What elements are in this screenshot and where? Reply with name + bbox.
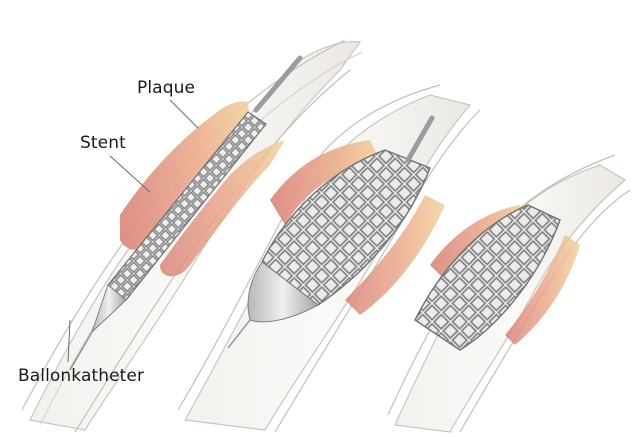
label-stent: Stent [80, 133, 126, 153]
label-ballonkatheter: Ballonkatheter [18, 366, 144, 386]
leader-plaque [170, 100, 198, 128]
leader-stent [110, 156, 150, 192]
label-plaque: Plaque [137, 78, 195, 98]
